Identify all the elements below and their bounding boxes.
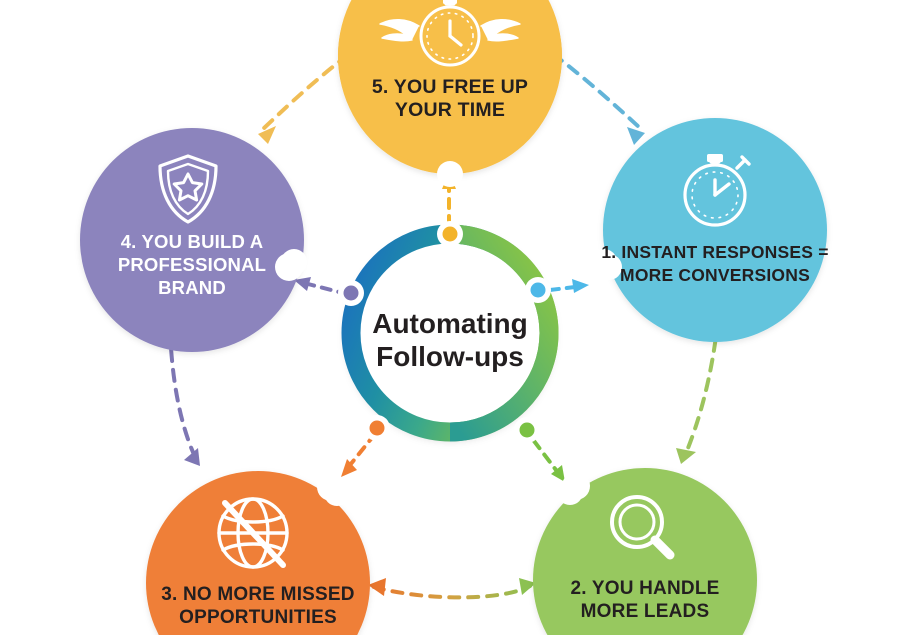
node-circle-2[interactable]: 2. YOU HANDLE MORE LEADS [533, 468, 757, 640]
stopwatch-icon [683, 154, 751, 227]
node-5-label-line1: 5. YOU FREE UP [372, 76, 528, 98]
node-4-label-line2: PROFESSIONAL [118, 254, 266, 275]
ring-dot-bottom-left [364, 415, 390, 441]
ring-connector-dots [338, 221, 551, 443]
node-circle-3[interactable]: 3. NO MORE MISSED OPPORTUNITIES [146, 471, 370, 640]
node-3-label-line1: 3. NO MORE MISSED [161, 584, 354, 605]
center-title-line1: Automating [372, 308, 528, 339]
ring-dot-bottom-right [514, 417, 540, 443]
node-circle-4[interactable]: 4. YOU BUILD A PROFESSIONAL BRAND [80, 128, 307, 352]
arrow-2-to-3 [368, 578, 536, 600]
arrow-5-to-1 [551, 52, 645, 145]
globe-slash-icon [217, 497, 289, 569]
node-5-label-line2: YOUR TIME [395, 99, 505, 121]
node-2-label-line1: 2. YOU HANDLE [571, 578, 720, 599]
magnifier-icon [610, 495, 675, 560]
node-1-label-line1: 1. INSTANT RESPONSES = [601, 242, 828, 262]
center-spokes [294, 172, 589, 482]
shield-star-icon [158, 154, 218, 224]
arrow-4-to-3 [168, 328, 200, 466]
node-4-label-line1: 4. YOU BUILD A [121, 231, 264, 252]
arrow-5-to-4 [258, 53, 350, 144]
node-3-label-line2: OPPORTUNITIES [179, 607, 337, 628]
node-circle-5[interactable]: 5. YOU FREE UP YOUR TIME [338, 0, 562, 187]
node-4-label-line3: BRAND [158, 277, 226, 298]
spoke-center-to-2 [532, 439, 565, 482]
winged-stopwatch-icon [379, 0, 521, 67]
node-2-label-line2: MORE LEADS [581, 601, 710, 622]
node-circle-1[interactable]: 1. INSTANT RESPONSES = MORE CONVERSIONS [591, 118, 829, 342]
ring-dot-right [525, 277, 551, 303]
node-1-label-line2: MORE CONVERSIONS [620, 265, 810, 285]
ring-dot-left [338, 280, 364, 306]
center-title-line2: Follow-ups [376, 341, 524, 372]
ring-dot-top [437, 221, 463, 247]
